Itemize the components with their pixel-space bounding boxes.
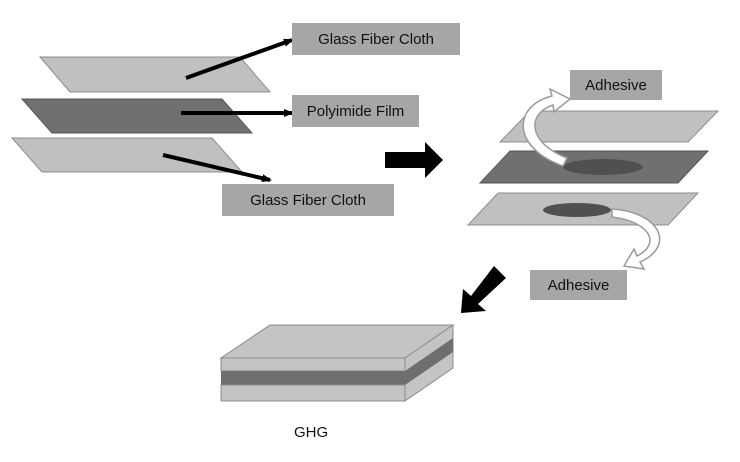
adhesive-curved-arrow-bottom-icon <box>611 208 661 270</box>
glass-fiber-layer-bottom <box>10 137 244 173</box>
ghg-side-dark-stripe <box>405 338 453 385</box>
glass-fiber-layer-top-r <box>498 110 720 143</box>
adhesive-spot-bottom <box>543 203 611 217</box>
ghg-front-glass-bottom <box>220 384 406 402</box>
label-adhesive-top: Adhesive <box>570 70 662 100</box>
process-arrow-2-icon <box>461 266 506 313</box>
label-glass-fiber-top: Glass Fiber Cloth <box>292 23 460 55</box>
ghg-front-glass-top <box>220 357 406 372</box>
adhesive-curved-arrow-top-icon <box>522 87 572 167</box>
label-polyimide-film: Polyimide Film <box>292 95 419 127</box>
polyimide-layer <box>20 98 254 134</box>
leader-arrow-glass-bottom <box>162 153 272 183</box>
label-ghg: GHG <box>294 424 329 441</box>
label-glass-fiber-bottom: Glass Fiber Cloth <box>222 184 394 216</box>
process-arrow-icon <box>385 142 443 178</box>
adhesive-spot-top <box>563 159 643 175</box>
label-adhesive-bottom: Adhesive <box>530 270 627 300</box>
ghg-front-polyimide <box>221 371 405 385</box>
leader-arrow-glass-top <box>185 38 294 80</box>
